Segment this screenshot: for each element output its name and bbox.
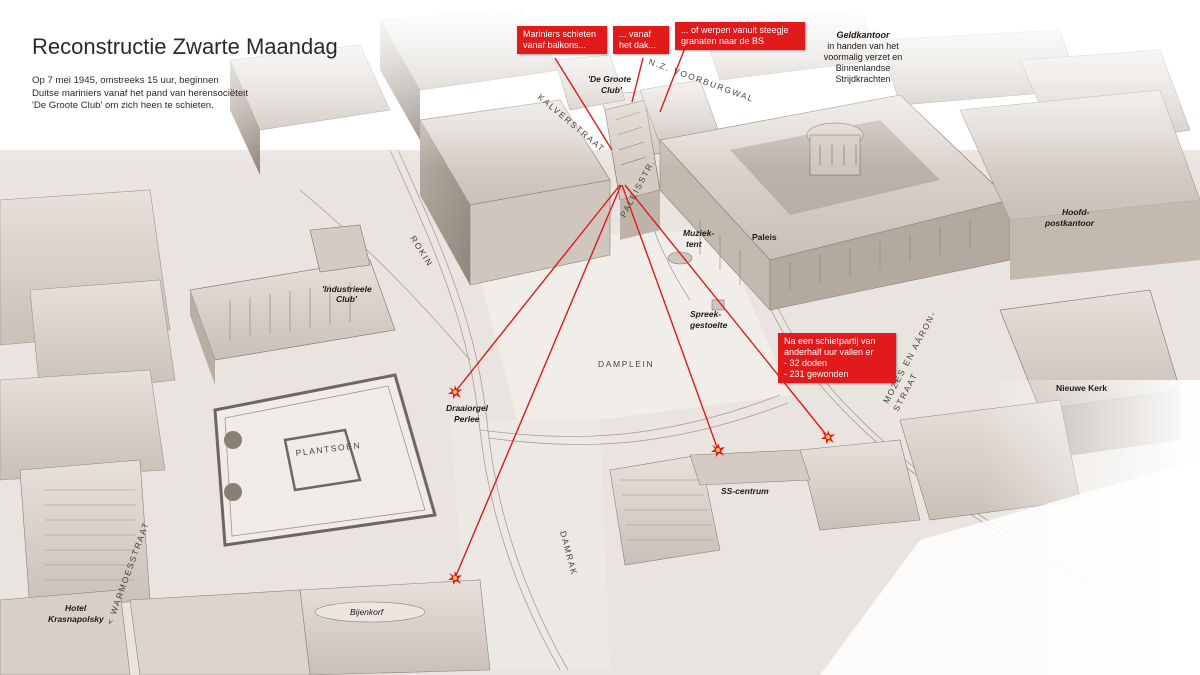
label-hotel-2: Krasnapolsky [48, 614, 105, 624]
callout-line: vanaf balkons... [523, 40, 587, 50]
intro-line: 'De Groote Club' om zich heen te schiete… [32, 100, 214, 111]
geldkantoor-title: Geldkantoor [836, 30, 890, 40]
geldkantoor-line: in handen van het [827, 41, 899, 51]
callout-steegje: ... of werpen vanuit steegje granaten na… [675, 22, 805, 50]
label-draaiorgel-2: Perlee [454, 414, 480, 424]
intro-line: Op 7 mei 1945, omstreeks 15 uur, beginne… [32, 75, 219, 86]
geldkantoor-line: Binnenlandse [835, 63, 891, 73]
callout-line: ... of werpen vanuit steegje [681, 25, 789, 35]
left-buildings [0, 189, 396, 675]
callout-line: ... vanaf [619, 29, 652, 39]
explosion-icon [448, 571, 462, 585]
callout-line: anderhalf uur vallen er [784, 347, 874, 357]
label-ss-centrum: SS-centrum [721, 486, 769, 496]
callout-result: Na een schietpartij van anderhalf uur va… [778, 333, 896, 383]
label-muziektent-2: tent [686, 239, 703, 249]
label-hoofdpost-1: Hoofd- [1062, 207, 1090, 217]
callout-line: Na een schietpartij van [784, 336, 876, 346]
tree-icon [224, 431, 242, 449]
label-bijenkorf: Bijenkorf [350, 607, 385, 617]
explosion-icon [711, 443, 725, 457]
page-title: Reconstructie Zwarte Maandag [32, 34, 338, 59]
label-hoofdpost-2: postkantoor [1044, 218, 1095, 228]
label-spreek-2: gestoelte [689, 320, 728, 330]
callout-line: Mariniers schieten [523, 29, 597, 39]
label-groote-club-2: Club' [601, 85, 623, 95]
label-industrieele-2: Club' [336, 294, 358, 304]
label-nieuwe-kerk: Nieuwe Kerk [1056, 383, 1107, 393]
geldkantoor-line: Strijdkrachten [835, 74, 891, 84]
plantsoen [213, 373, 437, 547]
tree-icon [224, 483, 242, 501]
callout-balkons: Mariniers schieten vanaf balkons... [517, 26, 607, 54]
label-draaiorgel-1: Draaiorgel [446, 403, 489, 413]
explosion-icon [821, 430, 835, 444]
intro-line: Duitse mariniers vanaf het pand van here… [32, 87, 248, 99]
label-hotel-1: Hotel [65, 603, 87, 613]
lower-buildings [129, 449, 811, 675]
label-spreek-1: Spreek- [690, 309, 721, 319]
callout-line: granaten naar de BS [681, 36, 765, 46]
callout-line: - 32 doden [784, 358, 828, 368]
callout-line: - 231 gewonden [784, 369, 849, 379]
callout-dak: ... vanaf het dak... [613, 26, 669, 54]
callout-line: het dak... [619, 40, 657, 50]
geldkantoor-note: Geldkantoor in handen van het voormalig … [808, 30, 918, 85]
label-groote-club-1: 'De Groote [588, 74, 631, 84]
street-damplein: DAMPLEIN [598, 359, 654, 369]
label-muziektent-1: Muziek- [683, 228, 714, 238]
label-paleis: Paleis [752, 232, 777, 242]
explosion-icon [448, 385, 462, 399]
geldkantoor-line: voormalig verzet en [823, 52, 903, 62]
intro-text: Op 7 mei 1945, omstreeks 15 uur, beginne… [32, 75, 282, 113]
gunfire-lines [454, 39, 829, 579]
label-industrieele-1: 'Industrieele [322, 284, 372, 294]
